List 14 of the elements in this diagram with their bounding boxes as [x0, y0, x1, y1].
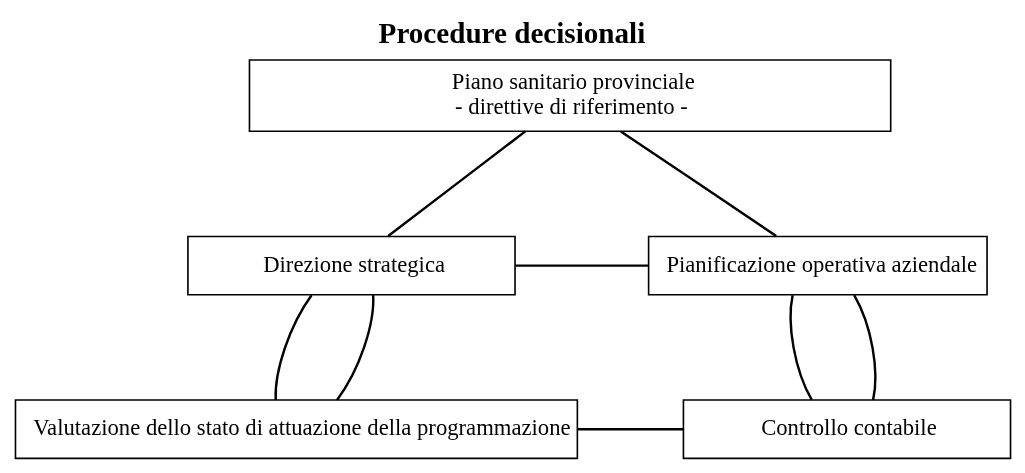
node-box: Direzione strategica	[186, 235, 516, 296]
connector	[788, 295, 813, 401]
connector	[335, 295, 374, 401]
node-box: Pianificazione operativa aziendale	[647, 235, 988, 296]
connector	[274, 294, 313, 400]
node-box: Valutazione dello stato di attuazione della programmazione	[14, 399, 578, 460]
node-box: Piano sanitario provinciale - direttive di riferimento -	[248, 59, 891, 133]
node-box: Controllo contabile	[682, 399, 1011, 460]
connector	[577, 427, 683, 431]
connector	[386, 130, 526, 237]
diagram-title: Procedure decisionali	[378, 16, 645, 49]
connector	[514, 264, 648, 267]
connector	[852, 294, 876, 401]
connector	[619, 130, 777, 237]
